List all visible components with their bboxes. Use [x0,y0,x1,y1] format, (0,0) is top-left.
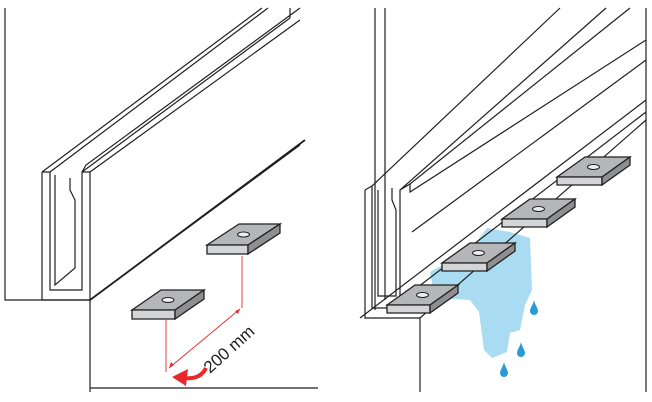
pad-side [601,155,631,187]
left-panel-frame [4,8,91,392]
bolt-hole-icon [472,250,485,256]
curved-arrowhead-icon [172,369,188,386]
pad-front [501,218,548,228]
pad-front [441,262,488,272]
mounting-pad [554,155,633,187]
dimension-annotation: 200 mm [165,256,258,386]
mounting-pad [129,288,207,321]
bolt-hole-icon [532,206,545,212]
pad-side [174,288,205,321]
pad-side [429,283,459,315]
mounting-pad [384,283,461,315]
pad-front [131,309,176,320]
dimension-label: 200 mm [200,322,258,377]
water-drop-icon [517,342,525,357]
bolt-hole-icon [587,164,600,170]
water-drop-icon [530,300,538,315]
pad-side [546,197,576,229]
bolt-hole-icon [416,292,429,298]
mounting-pad [499,197,578,229]
mounting-pad [204,222,283,256]
water-drop-icon [500,362,508,377]
bolt-hole-icon [161,297,175,303]
pad-front [386,304,431,314]
pad-front [556,176,603,186]
right-panel [359,7,647,392]
pad-side [247,222,281,256]
mounting-pad [439,241,518,273]
pad-front [206,244,249,255]
right-panel-frame [374,8,647,392]
left-panel: 200 mm [4,7,318,392]
dimension-line [168,308,241,369]
bolt-hole-icon [237,231,250,238]
left-glass-profile [41,7,301,301]
pad-side [486,241,516,273]
